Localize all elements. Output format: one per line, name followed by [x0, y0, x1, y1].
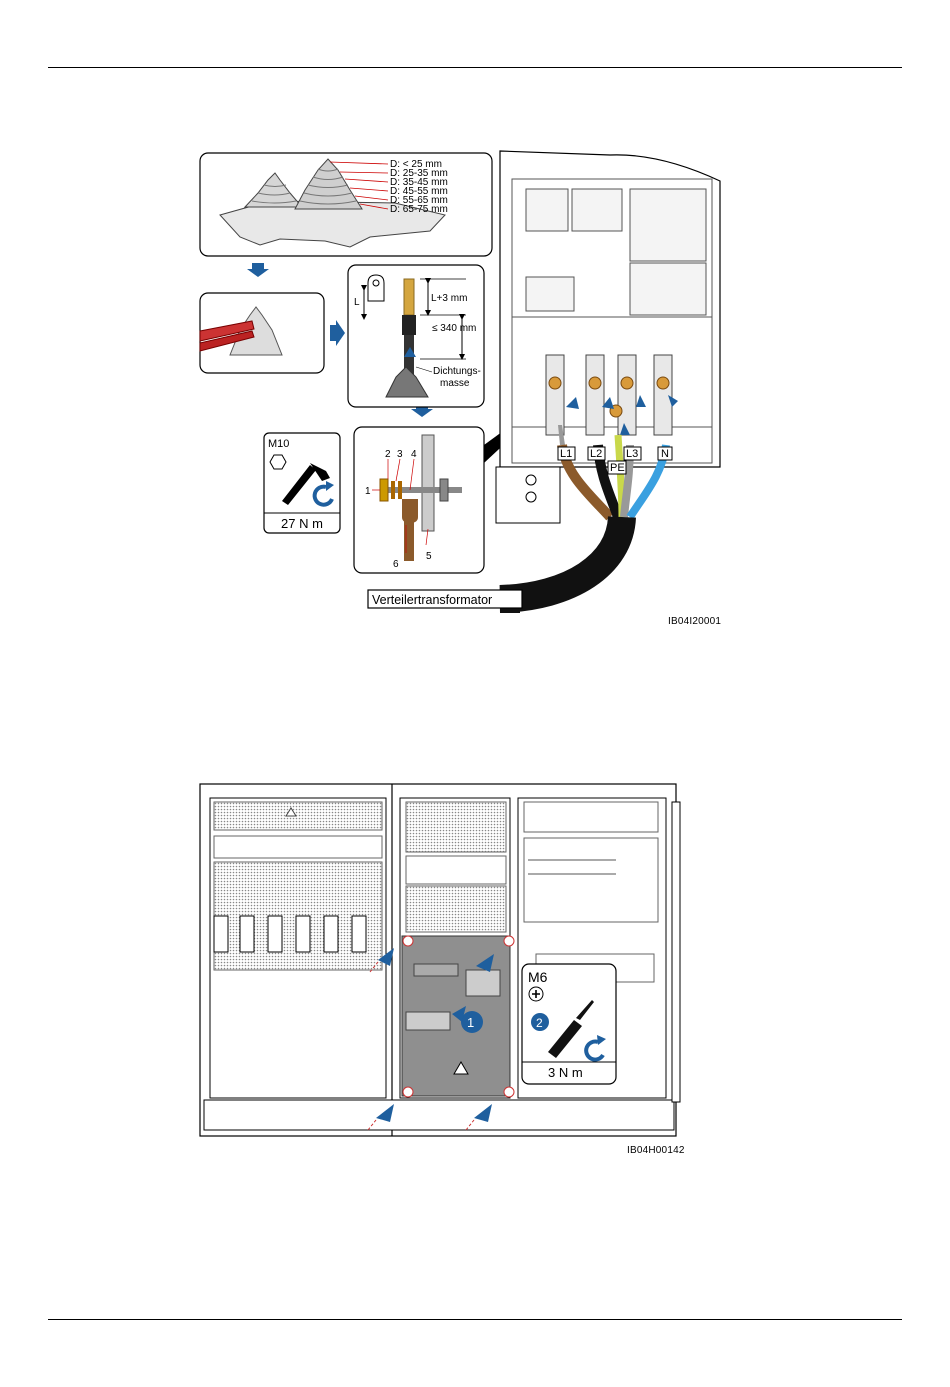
cable-through-seal-panel [200, 293, 324, 373]
header-rule [48, 67, 902, 68]
part-1: 1 [365, 486, 371, 497]
main-cable [500, 517, 622, 599]
bolt-size-label: M10 [268, 438, 289, 450]
terminal-L1: L1 [560, 448, 572, 460]
figure1-id: IB04I20001 [668, 616, 721, 627]
part-5: 5 [426, 551, 432, 562]
left-cabinet [210, 798, 386, 1098]
torque-3: 3 N m [548, 1065, 583, 1080]
cable-seal-panel: D: < 25 mm D: 25-35 mm D: 35-45 mm D: 45… [200, 153, 492, 256]
wrench-torque-panel: M10 27 N m [264, 433, 340, 533]
part-6: 6 [393, 559, 399, 570]
screwdriver-torque-panel: M6 2 3 N m [522, 964, 616, 1084]
transformer-label: Verteilertransformator [372, 593, 492, 607]
dim-L3: L+3 mm [431, 293, 467, 304]
bolt-assembly-panel: 1 2 3 4 5 6 [354, 427, 484, 573]
stripping-dimension-panel: L L+3 mm ≤ 340 mm Dichtungs- masse [348, 265, 484, 407]
part-4: 4 [411, 449, 417, 460]
transformer-label-box: Verteilertransformator [368, 590, 522, 608]
figure-cable-connection: D: < 25 mm D: 25-35 mm D: 35-45 mm D: 45… [190, 145, 730, 615]
middle-cabinet: 1 [400, 798, 514, 1098]
hex-nut-icon [270, 455, 286, 469]
figure-cover-removal: 1 M6 2 3 N m [196, 778, 686, 1143]
terminal-N: N [661, 448, 669, 460]
dim-340: ≤ 340 mm [432, 323, 476, 334]
screw-size-label: M6 [528, 969, 548, 985]
step-2: 2 [536, 1016, 543, 1030]
torque-27: 27 N m [281, 516, 323, 531]
terminal-L3: L3 [626, 448, 638, 460]
cabinet-terminal-area: L1 L2 PE L3 N [496, 151, 720, 599]
figure2-id: IB04H00142 [627, 1145, 685, 1156]
sealant-label-2: masse [440, 378, 470, 389]
part-3: 3 [397, 449, 403, 460]
terminal-PE: PE [610, 462, 625, 474]
seal-size-6: D: 65-75 mm [390, 204, 448, 215]
terminal-L2: L2 [590, 448, 602, 460]
dim-L: L [354, 297, 360, 308]
footer-rule [48, 1319, 902, 1320]
sealant-label-1: Dichtungs- [433, 366, 481, 377]
step-1: 1 [467, 1015, 474, 1030]
part-2: 2 [385, 449, 391, 460]
